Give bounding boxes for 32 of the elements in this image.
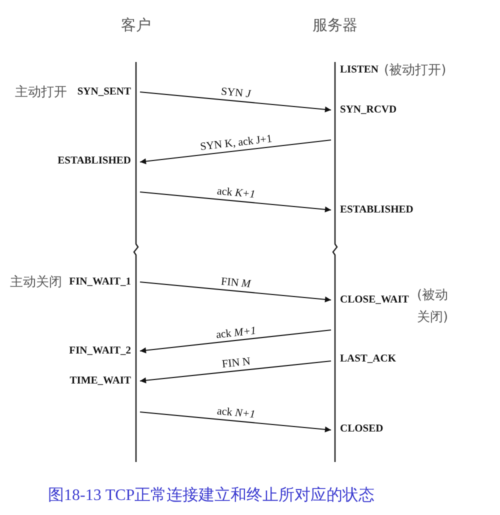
state-label: SYN_RCVD xyxy=(340,104,397,116)
state-label: FIN_WAIT_2 xyxy=(69,346,131,356)
state-label: SYN_SENT xyxy=(77,86,131,98)
annotation-text: (被动关闭) xyxy=(417,287,450,327)
state-label: ESTABLISHED xyxy=(58,156,131,166)
figure-caption: 图18-13 TCP正常连接建立和终止所对应的状态 xyxy=(48,486,375,506)
state-label: CLOSED xyxy=(340,424,384,434)
arrow xyxy=(140,191,332,212)
arrow xyxy=(140,281,332,302)
annotation-text: 主动打开 xyxy=(15,84,67,101)
edge-label: FIN N xyxy=(220,356,250,370)
edge-label: FIN M xyxy=(220,276,251,290)
edge-label: SYN J xyxy=(220,86,251,100)
state-label: CLOSE_WAIT xyxy=(340,294,409,306)
state-label: TIME_WAIT xyxy=(70,376,131,386)
edge-label: SYN K, ack J+1 xyxy=(199,132,272,154)
arrow xyxy=(140,139,332,164)
arrow xyxy=(140,329,332,354)
lifeline-heading: 客户 xyxy=(121,16,151,35)
annotation-text: (被动打开) xyxy=(384,62,446,79)
lifeline-heading: 服务器 xyxy=(312,16,358,35)
state-label: ESTABLISHED xyxy=(340,204,414,216)
state-label: LAST_ACK xyxy=(340,354,396,364)
edge-label: ack K+1 xyxy=(216,185,256,201)
arrow xyxy=(140,411,332,432)
arrow xyxy=(140,91,332,112)
annotation-text: 主动关闭 xyxy=(10,274,62,291)
state-label: FIN_WAIT_1 xyxy=(69,276,131,288)
edge-label: ack M+1 xyxy=(214,324,256,341)
edge-label: ack N+1 xyxy=(216,405,256,421)
state-label: LISTEN xyxy=(340,64,379,76)
arrow xyxy=(140,360,332,384)
